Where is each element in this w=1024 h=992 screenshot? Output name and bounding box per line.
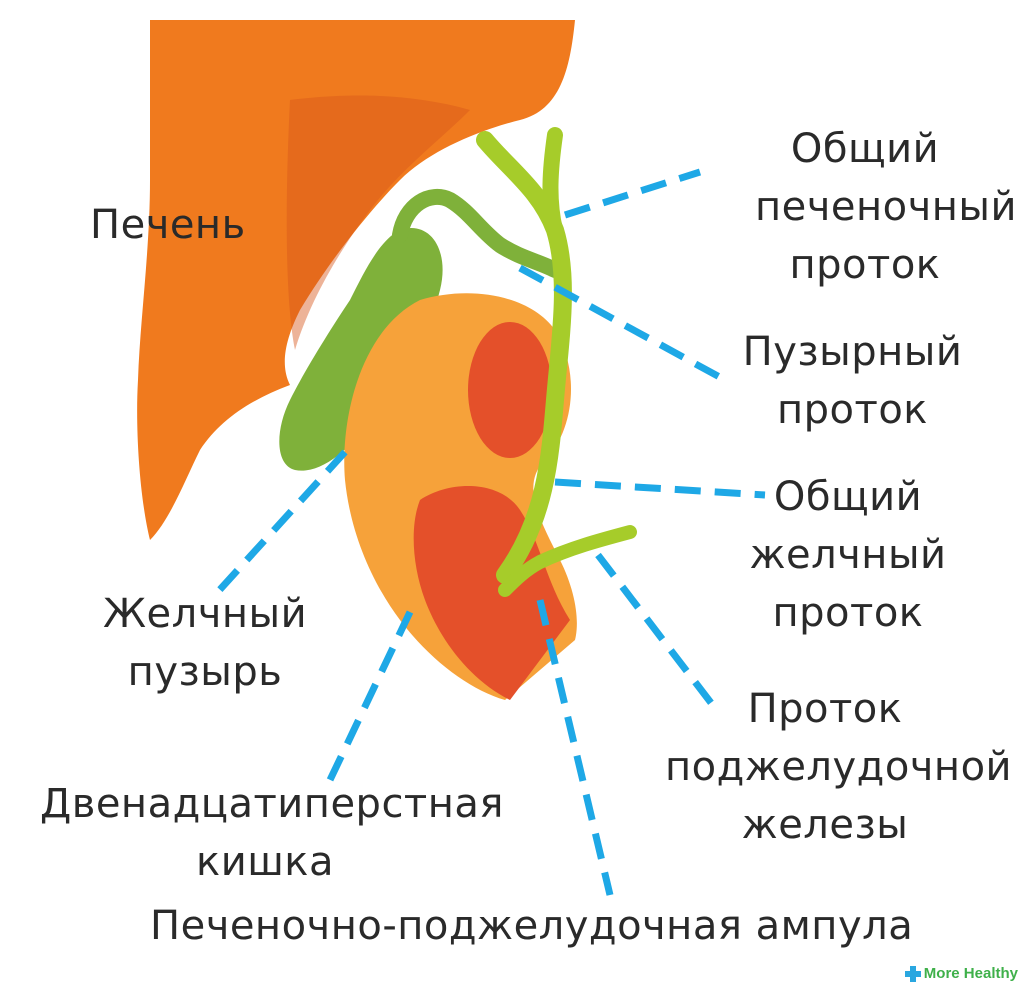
label-common-hepatic-duct: Общий печеночный проток	[755, 126, 1017, 288]
duodenum-cut	[413, 486, 570, 700]
label-common-bile-duct: Общий желчный проток	[749, 474, 947, 636]
label-gallbladder: Желчный пузырь	[102, 591, 308, 695]
leader-common-hepatic-duct	[563, 168, 702, 219]
common-hepatic-duct	[476, 131, 572, 584]
leader-lines	[212, 168, 766, 896]
leader-gallbladder	[212, 449, 348, 598]
gallbladder-shape	[279, 228, 443, 471]
leader-pancreatic-duct	[595, 552, 721, 715]
label-cystic-duct: Пузырный проток	[742, 329, 963, 433]
liver-shadow	[286, 95, 470, 350]
liver-shape	[137, 20, 575, 540]
label-pancreatic-duct: Проток поджелудочной железы	[665, 686, 1013, 848]
right-hepatic-branch	[542, 127, 563, 238]
watermark: More Healthy	[904, 965, 1018, 982]
plus-icon	[904, 965, 921, 982]
label-liver: Печень	[90, 202, 246, 248]
duodenum-lumen	[468, 322, 552, 458]
watermark-text: More Healthy	[923, 965, 1018, 982]
label-duodenum: Двенадцатиперстная кишка	[40, 781, 504, 885]
pancreatic-duct-shape	[498, 525, 637, 597]
label-ampulla: Печеночно-поджелудочная ампула	[150, 903, 914, 949]
leader-common-bile-duct	[554, 478, 766, 499]
leader-duodenum	[326, 610, 414, 782]
leader-ampulla	[536, 599, 614, 896]
gallbladder-neck	[392, 188, 563, 278]
